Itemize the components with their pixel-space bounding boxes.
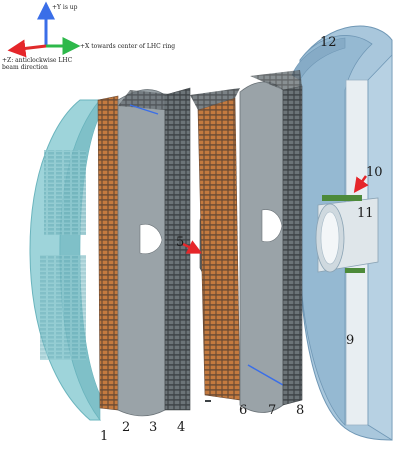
- layer-6: [190, 88, 241, 401]
- beam-pipe-cylinder: [315, 195, 379, 273]
- label-3: 3: [149, 420, 158, 435]
- z-axis-arrow: [7, 39, 47, 58]
- x-axis-label: +X towards center of LHC ring: [80, 43, 176, 50]
- arrow-10: [353, 175, 369, 194]
- label-6: 6: [239, 403, 248, 418]
- label-10: 10: [366, 165, 383, 180]
- label-11: 11: [357, 206, 374, 221]
- label-7: 7: [268, 403, 277, 418]
- arrow-5: [182, 240, 203, 254]
- label-5: 5: [176, 235, 185, 250]
- label-4: 4: [177, 420, 186, 435]
- layer-8: [250, 70, 303, 406]
- layer-4: [118, 87, 191, 411]
- disk-7: [239, 81, 284, 413]
- label-1: 1: [100, 429, 109, 444]
- label-2: 2: [122, 420, 131, 435]
- disk-3: [117, 89, 166, 417]
- axes-triad: [7, 1, 81, 58]
- left-cap: [29, 99, 102, 421]
- label-12: 12: [320, 35, 337, 50]
- label-8: 8: [296, 403, 305, 418]
- label-9: 9: [346, 333, 355, 348]
- layer-2: [97, 95, 119, 411]
- y-axis-label: +Y is up: [52, 4, 78, 11]
- z-axis-label: +Z: anticlockwise LHC beam direction: [2, 57, 73, 71]
